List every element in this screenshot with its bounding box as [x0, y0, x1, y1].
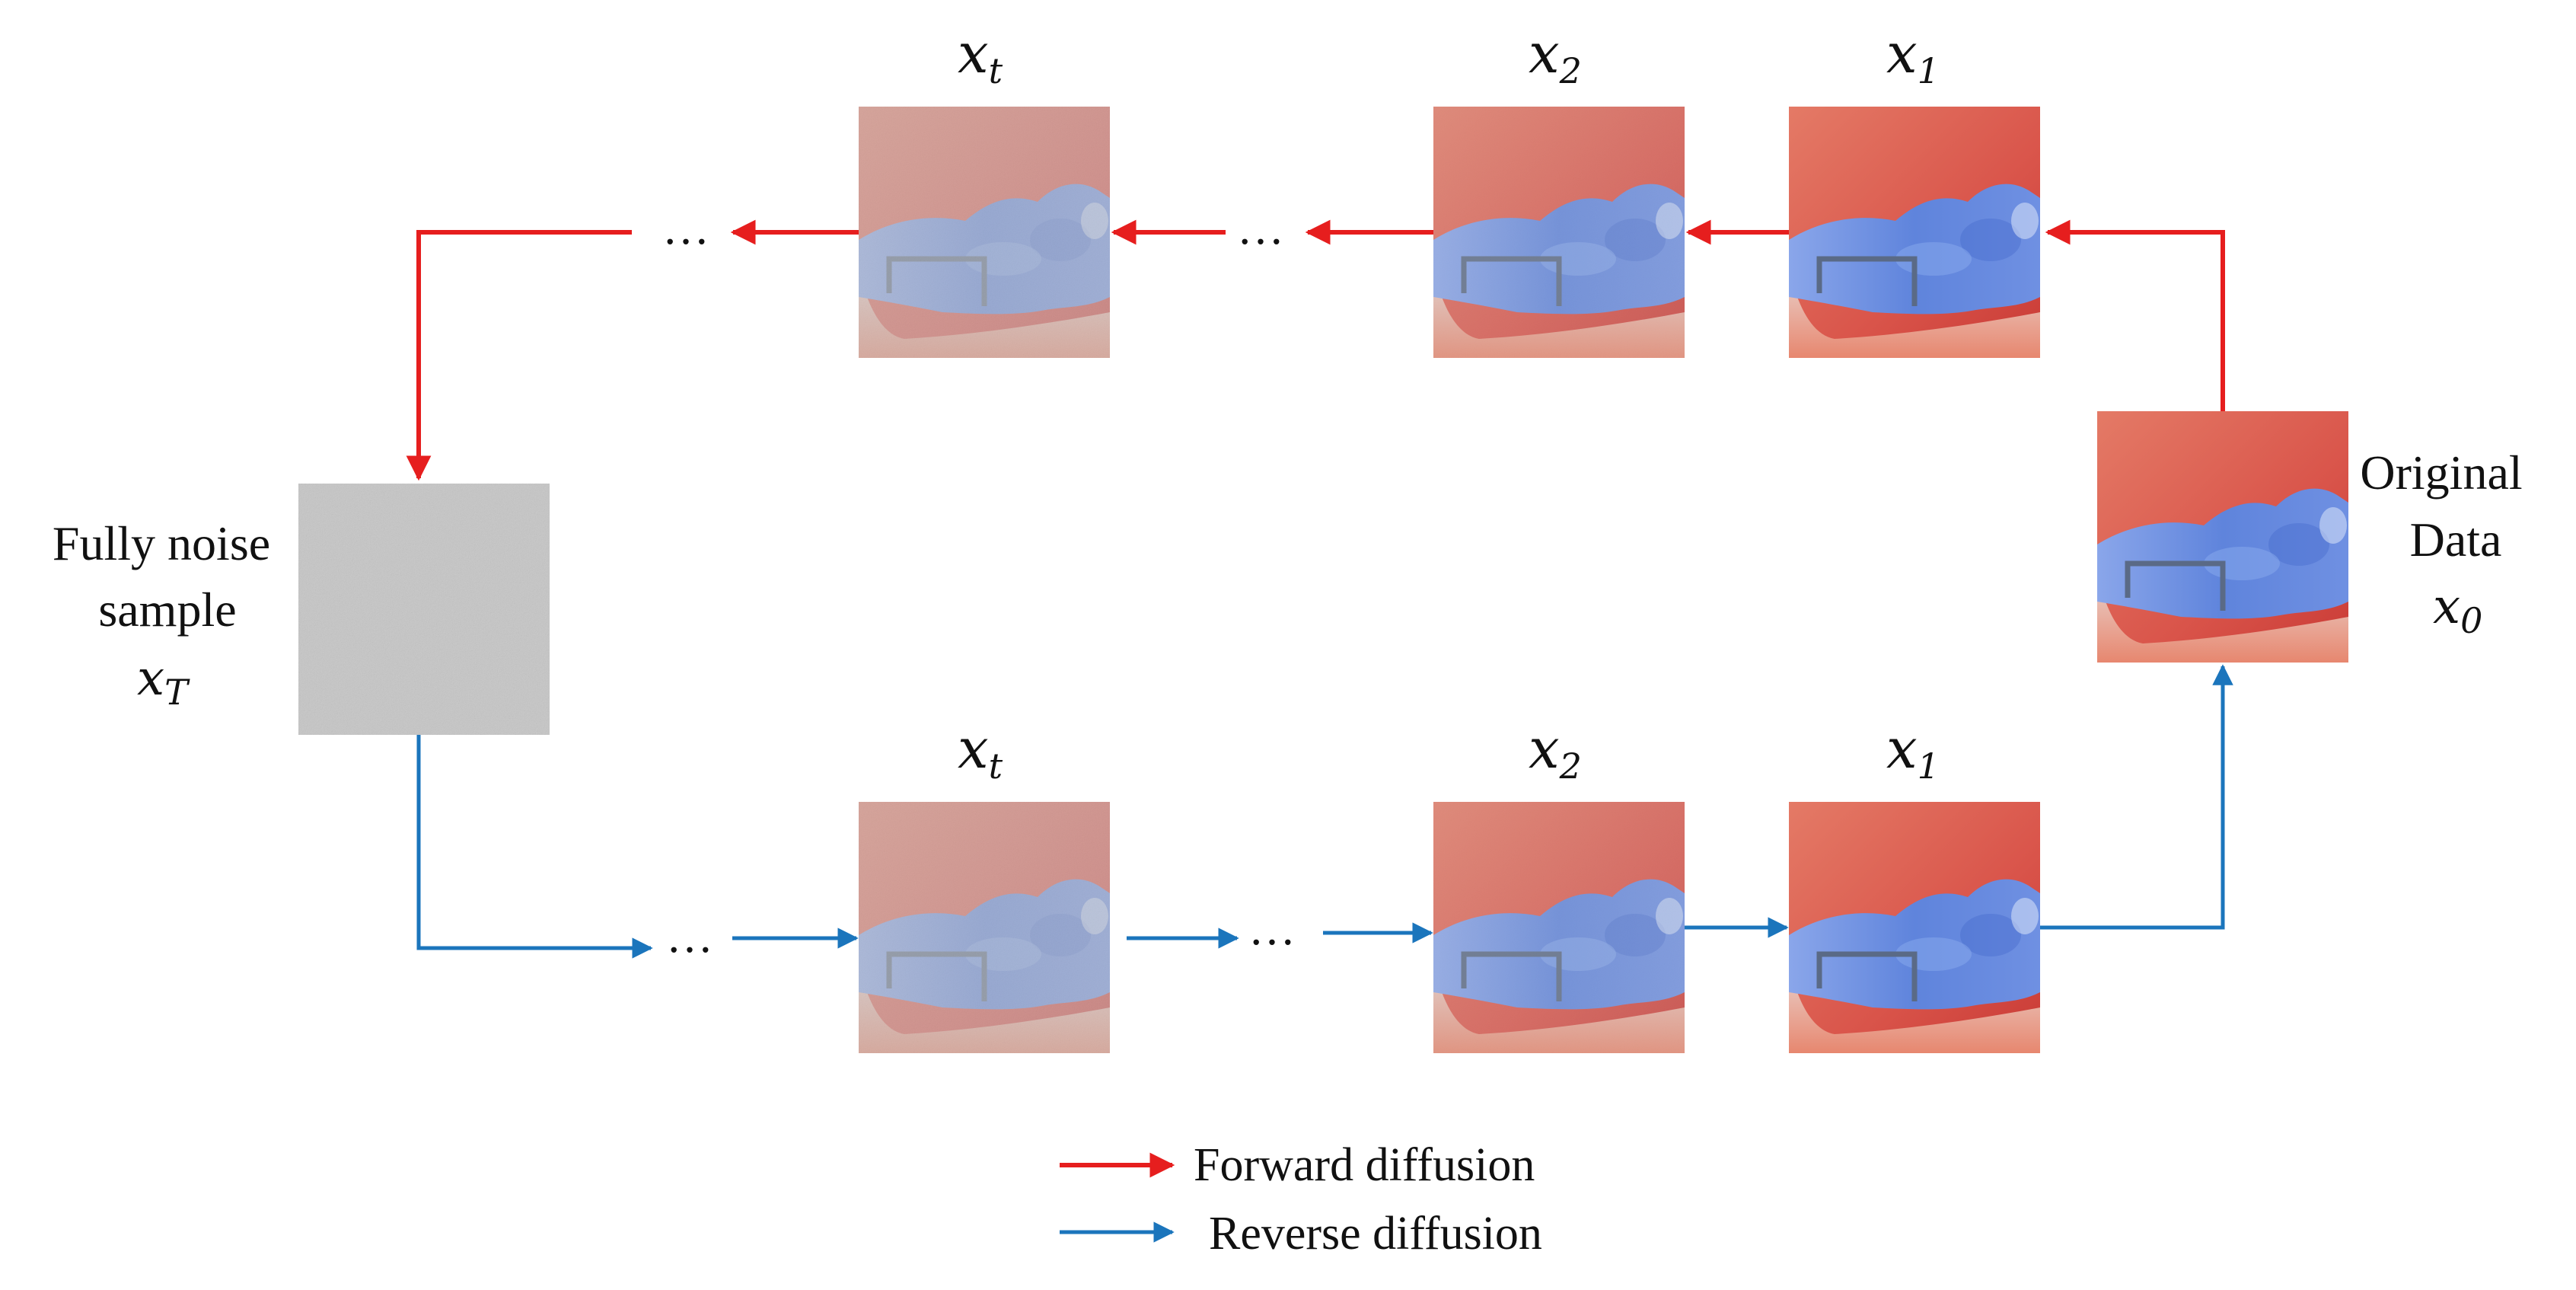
ellipsis-bottom-left: … [666, 911, 713, 963]
image-x2-bottom [1433, 802, 1685, 1053]
label-x1-top: x1 [1886, 21, 1940, 91]
legend: Forward diffusion Reverse diffusion [1060, 1139, 1542, 1260]
ellipsis-top-left: … [662, 203, 709, 254]
reverse-path [416, 664, 2233, 959]
legend-reverse-label: Reverse diffusion [1209, 1208, 1542, 1260]
label-x2-bottom: x2 [1529, 717, 1582, 787]
image-noise-sample [298, 484, 550, 735]
reverse-arrow-noise-to-dots [416, 735, 653, 959]
ellipsis-bottom-middle: … [1248, 903, 1296, 955]
image-original-data [2097, 411, 2348, 663]
label-xt-top: xt [958, 21, 1003, 91]
reverse-arrow-x1-to-original [2040, 664, 2233, 930]
image-x2-top [1433, 107, 1685, 358]
legend-forward-label: Forward diffusion [1194, 1139, 1535, 1191]
forward-arrow-original-to-x1 [2045, 219, 2225, 411]
original-caption-line1: Original [2360, 445, 2522, 500]
forward-path [406, 219, 2225, 481]
noise-caption-line1: Fully noise [53, 516, 270, 570]
original-caption-var: x0 [2433, 579, 2482, 641]
label-x2-top: x2 [1529, 21, 1582, 91]
label-x1-bottom: x1 [1886, 717, 1940, 787]
noise-caption-line2: sample [98, 583, 236, 637]
original-caption-line2: Data [2410, 512, 2502, 567]
noise-caption-var: xT [137, 650, 190, 713]
forward-arrow-dots-to-noise [406, 230, 632, 481]
image-xt-bottom [859, 802, 1110, 1053]
label-xt-bottom: xt [958, 717, 1003, 787]
image-xt-top [859, 107, 1110, 358]
ellipsis-top-middle: … [1237, 203, 1284, 254]
image-x1-top [1789, 107, 2040, 358]
image-x1-bottom [1789, 802, 2040, 1053]
